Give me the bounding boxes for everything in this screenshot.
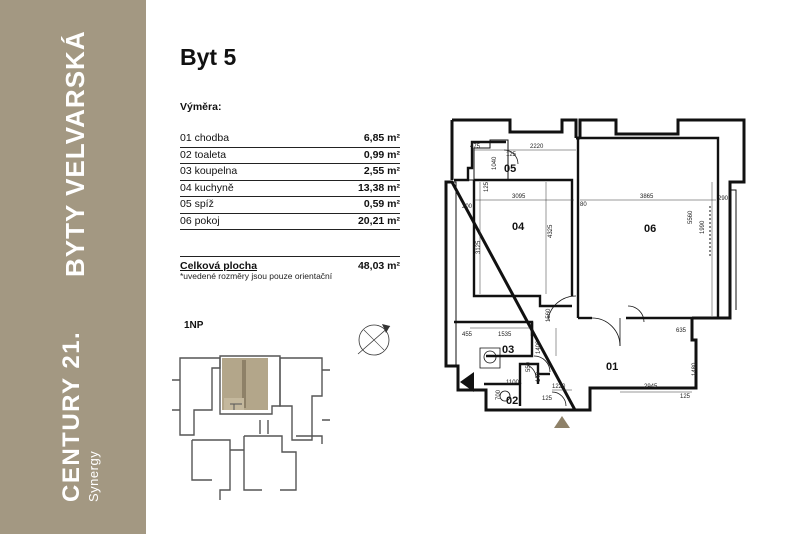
table-row: 02 toaleta 0,99 m²: [180, 148, 400, 164]
dim-label: 125: [680, 394, 691, 400]
room-label-04: 04: [512, 221, 525, 233]
compass-icon: [357, 324, 391, 356]
room-label-02: 02: [506, 395, 518, 407]
dim-label: 80: [580, 202, 587, 208]
dim-label: 1400: [536, 340, 542, 354]
dim-label: 455: [462, 332, 473, 338]
dim-label: 3125: [476, 240, 482, 254]
total-area-label: Celková plocha: [180, 260, 258, 272]
dim-label: 290: [718, 196, 729, 202]
dim-label: 475: [470, 144, 481, 150]
dim-label: 1535: [498, 332, 512, 338]
room-area: 0,59 m²: [363, 198, 400, 210]
room-label-06: 06: [644, 223, 656, 235]
room-label-01: 01: [606, 361, 618, 373]
room-area: 2,55 m²: [363, 165, 400, 177]
room-label-03: 03: [502, 344, 514, 356]
dim-label: 1100: [506, 380, 520, 386]
room-name: 05 spíž: [180, 198, 214, 210]
dim-label: 1990: [700, 220, 706, 234]
dim-label: 125: [484, 181, 490, 192]
keyplan-map: [172, 355, 330, 500]
total-area-value: 48,03 m²: [357, 260, 400, 272]
table-row: 06 pokoj 20,21 m²: [180, 214, 400, 230]
dim-label: 200: [462, 204, 473, 210]
dim-label: 635: [676, 328, 687, 334]
dim-label: 700: [496, 389, 502, 400]
dim-label: 3095: [512, 194, 526, 200]
brand-subtitle: Synergy: [86, 450, 101, 502]
dim-label: 140: [536, 371, 542, 382]
dim-label: 5560: [688, 210, 694, 224]
brand-logo-text: CENTURY 21.: [58, 330, 85, 502]
dim-label: 1220: [552, 384, 566, 390]
project-name: BYTY VELVARSKÁ: [60, 30, 90, 277]
dim-label: 4325: [548, 224, 554, 238]
disclaimer-note: *uvedené rozměry jsou pouze orientační: [180, 271, 333, 281]
area-heading: Výměra:: [180, 101, 222, 113]
room-name: 06 pokoj: [180, 214, 220, 227]
dim-label: 125: [542, 396, 553, 402]
room-area: 20,21 m²: [357, 214, 400, 227]
total-area-row: Celková plocha 48,03 m²: [180, 256, 400, 272]
dim-label: 2945: [644, 384, 658, 390]
dim-label: 2220: [530, 144, 544, 150]
room-name: 03 koupelna: [180, 165, 238, 177]
room-name: 01 chodba: [180, 132, 230, 144]
page-title: Byt 5: [180, 44, 237, 70]
floor-plan: 05 04 06 03 01 02 2220 3095 3865 200 80 …: [444, 118, 746, 428]
table-row: 01 chodba 6,85 m²: [180, 131, 400, 148]
table-row: 05 spíž 0,59 m²: [180, 197, 400, 214]
room-name: 02 toaleta: [180, 148, 227, 161]
dim-label: 550: [526, 361, 532, 372]
room-area: 13,38 m²: [357, 181, 400, 194]
room-label-05: 05: [504, 163, 516, 175]
room-area: 6,85 m²: [363, 132, 400, 144]
dim-label: 1480: [692, 362, 698, 376]
room-area: 0,99 m²: [363, 148, 400, 161]
brand-sidebar: BYTY VELVARSKÁ CENTURY 21. Synergy: [0, 0, 146, 534]
dim-label: 1560: [546, 308, 552, 322]
dim-label: 125: [506, 152, 517, 158]
dim-label: 3865: [640, 194, 654, 200]
table-row: 04 kuchyně 13,38 m²: [180, 181, 400, 197]
room-area-table: 01 chodba 6,85 m² 02 toaleta 0,99 m² 03 …: [180, 131, 400, 230]
dim-label: 1040: [492, 156, 498, 170]
table-row: 03 koupelna 2,55 m²: [180, 164, 400, 181]
room-name: 04 kuchyně: [180, 181, 234, 194]
floor-label: 1NP: [184, 320, 204, 331]
